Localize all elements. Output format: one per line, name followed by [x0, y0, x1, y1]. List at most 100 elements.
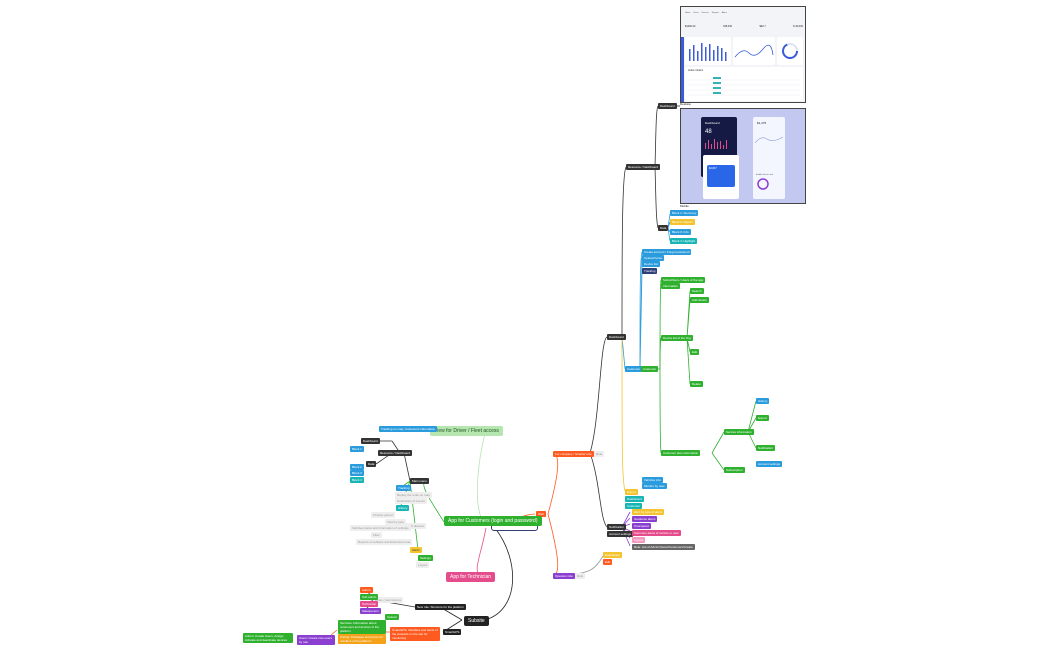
view-driver-node[interactable]: View for Driver / Fleet access — [430, 426, 503, 436]
customer-node[interactable]: Customer — [625, 366, 643, 372]
role-item[interactable]: Technician — [360, 601, 379, 607]
stat-value: $1200.00 — [685, 25, 696, 28]
data-item-2[interactable]: Block 2: Report — [670, 219, 695, 225]
mobile-data-item[interactable]: Block 3 — [350, 470, 364, 476]
desktop-screenshot: Home Users Devices Reports Alerts $1200.… — [680, 6, 806, 103]
mobile-note: Replay the route on map — [395, 492, 432, 498]
mobile-value3: $1,475 — [757, 121, 767, 125]
alert-item[interactable]: Overspeed — [632, 523, 651, 529]
upload-sub-node[interactable]: Upload — [385, 614, 399, 620]
view-driver-sub[interactable]: Tracking on map, Customers information — [379, 426, 438, 432]
note-orange2: Pricing: Packages and prices for reselle… — [338, 634, 386, 644]
report-node[interactable]: Resource / Dashboard — [378, 450, 413, 456]
customer-app-node[interactable]: App for Customers (login and password) — [444, 516, 542, 526]
data-item-3[interactable]: Block 3: Info — [670, 229, 691, 235]
mobile-value2: $2,847 — [709, 167, 717, 170]
login-node[interactable]: Create Account / Forgot password — [642, 249, 692, 255]
desktop-caption: Desktop — [680, 102, 692, 106]
tracking-node[interactable]: Tracking — [396, 485, 412, 491]
service-item[interactable]: History — [756, 398, 770, 404]
export-node[interactable]: Export — [625, 489, 638, 495]
role-item[interactable]: Sub admin — [360, 594, 379, 600]
history-mobile-node[interactable]: History — [396, 505, 410, 511]
service-info-node[interactable]: Service information — [724, 429, 754, 435]
device-edit[interactable]: Edit — [690, 349, 700, 355]
main-menu-node[interactable]: Main menu — [410, 478, 429, 484]
role-row[interactable]: Role: List of Admin/Users/Customers/Crea… — [632, 544, 695, 550]
devices-node[interactable]: Device list — [642, 261, 660, 267]
customer-users-node[interactable]: Subscribers / Users of the app — [661, 277, 706, 283]
history-item[interactable]: Monitor by user — [642, 483, 667, 489]
role-smart-tag: Role — [594, 451, 605, 457]
role-smart-node[interactable]: For company / Smarter role — [553, 451, 594, 457]
mobile-data-item[interactable]: Block 4 — [350, 477, 364, 483]
subsite-node[interactable]: Subsite — [464, 616, 489, 626]
mobile-data-item[interactable]: Block 1 — [350, 446, 364, 452]
customer-plan-node[interactable]: Customer plan information — [661, 450, 701, 456]
data-item-4[interactable]: Block 4: Highlight — [670, 238, 698, 244]
upload-node[interactable]: Upload frame — [642, 255, 665, 261]
mobile-chart-block: $2,847 — [707, 165, 735, 187]
donut-card — [777, 37, 803, 65]
mobile-data-item[interactable]: Block 2 — [350, 464, 364, 470]
role-user-sub[interactable]: Edit — [603, 559, 613, 565]
role-item[interactable]: Admin — [360, 587, 373, 593]
nav-item[interactable]: Devices — [701, 12, 709, 14]
web-node[interactable]: Web — [536, 511, 547, 517]
mobile-white-card: $2,847 — [703, 155, 739, 199]
alert-item[interactable]: Logout — [632, 537, 646, 543]
history-item[interactable]: Vehicles info — [642, 477, 663, 483]
role-item[interactable]: Salesperson — [360, 608, 381, 614]
misc-node[interactable]: Dashboard — [625, 496, 644, 502]
settings-node[interactable]: Account settings — [607, 531, 634, 537]
table-title: Active Orders — [688, 69, 704, 72]
mobile-note: Vehicles status and information of vehic… — [350, 525, 411, 531]
data-mobile-node[interactable]: Data — [366, 461, 377, 467]
settings-mobile-node[interactable]: Settings — [418, 555, 433, 561]
dashboard-node[interactable]: Dashboard — [607, 334, 626, 340]
role-user-node[interactable]: Operator role — [553, 573, 575, 579]
data-item-1[interactable]: Block 1: Summary — [670, 210, 699, 216]
new-role-node[interactable]: New role: Structure for the platform — [415, 604, 466, 610]
misc-node[interactable]: Customer — [625, 503, 643, 509]
nav-item[interactable]: Home — [685, 12, 691, 14]
nav-item[interactable]: Alerts — [721, 12, 727, 14]
report-smarter-node[interactable]: Resource / Dashboard — [626, 164, 661, 170]
sidebar-accent — [681, 37, 684, 102]
device-add[interactable]: Add device — [690, 297, 709, 303]
mobile-title: Dashboard — [705, 121, 720, 125]
alert-item[interactable]: Geofence alarm — [632, 516, 658, 522]
dashboard-mobile-node[interactable]: Dashboard — [361, 438, 380, 444]
logout-mobile-node[interactable]: Logout — [416, 562, 430, 568]
track-node[interactable]: Tracking — [642, 268, 658, 274]
notification-node[interactable]: Notification — [607, 524, 626, 530]
mobile-light-card: $1,475 Enable this to track — [753, 117, 785, 199]
customer-sub-node[interactable]: Customer — [641, 366, 659, 372]
smartgps-sub-node[interactable]: SmartGPS — [443, 629, 462, 635]
role-user-tag: Role — [575, 573, 586, 579]
stat-value: $92.7 — [759, 25, 766, 28]
alerts-mobile-node[interactable]: Alerts — [410, 547, 422, 553]
technician-app-node[interactable]: App for Technician — [446, 572, 496, 582]
dashboard-sub-node[interactable]: Dashboard — [658, 103, 677, 109]
mobile-value: 48 — [705, 129, 712, 135]
customer-info-node[interactable]: Information — [661, 283, 681, 289]
role-user-sub[interactable]: Dashboard — [603, 552, 622, 558]
service-item[interactable]: Account settings — [756, 461, 783, 467]
alert-item[interactable]: Alert by type of alarm — [632, 509, 665, 515]
nav-item[interactable]: Users — [693, 12, 699, 14]
service-item[interactable]: Notification — [756, 445, 775, 451]
device-delete[interactable]: Delete — [690, 381, 703, 387]
device-search[interactable]: Search — [690, 288, 704, 294]
service-item[interactable]: Export — [756, 415, 769, 421]
alert-item[interactable]: Summary alerts of vehicle or user — [632, 530, 681, 536]
mobile-note: List of devices — [403, 523, 427, 529]
mobile-note: Filter — [371, 532, 382, 538]
device-org-node[interactable]: Device list of the Org — [661, 335, 693, 341]
data-node[interactable]: Data — [658, 225, 669, 231]
subscription-node[interactable]: Subscription — [724, 467, 745, 473]
mobile-line-icon — [754, 136, 784, 144]
nav-item[interactable]: Reports — [711, 12, 719, 14]
desktop-stats: $1200.00 345,000 $92.7 $ 40,000 — [685, 25, 803, 33]
